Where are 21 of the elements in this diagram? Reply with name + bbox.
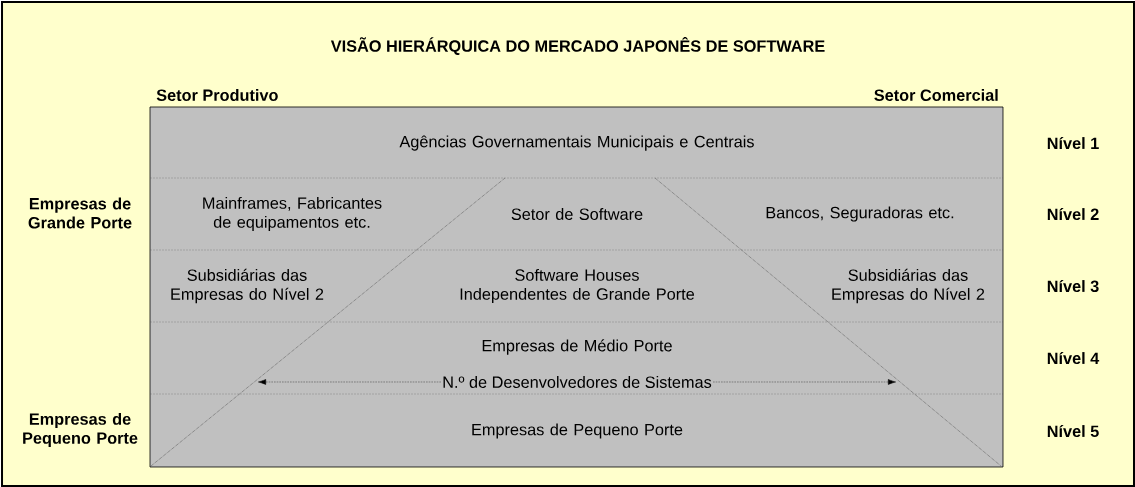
band-text: Subsidiárias das Empresas do Nível 2 (171, 268, 324, 304)
band-text: Setor de Software (511, 208, 643, 220)
title: VISÃO HIERÁRQUICA DO MERCADO JAPONÊS DE SOFTWARE (330, 37, 825, 55)
arrow-label: N.º de Desenvolvedores de Sistemas (441, 375, 713, 389)
side-label: Empresas de Pequeno Porte (23, 412, 138, 448)
side-label: Nível 2 (1047, 207, 1099, 221)
band-text: Empresas de Médio Porte (482, 339, 672, 355)
side-label: Nível 1 (1047, 136, 1099, 150)
side-label: Nível 3 (1047, 279, 1099, 293)
side-label: Nível 4 (1047, 351, 1100, 365)
band-text: Subsidiárias das Empresas do Nível 2 (832, 268, 985, 304)
band-text: Mainframes, Fabricantes de equipamentos etc. (203, 196, 382, 232)
side-label: Setor Produtivo (156, 89, 278, 101)
side-label: Setor Comercial (874, 89, 998, 101)
band-text: Bancos, Seguradoras etc. (766, 206, 954, 222)
side-label: Empresas de Grande Porte (28, 197, 132, 229)
side-label: Nível 5 (1047, 424, 1099, 438)
band-text: Agências Governamentais Municipais e Centrais (399, 135, 754, 151)
band-text: Software Houses Independentes de Grande Porte (460, 268, 695, 304)
market-box (149, 106, 1004, 468)
band-text: Empresas de Pequeno Porte (472, 423, 683, 439)
